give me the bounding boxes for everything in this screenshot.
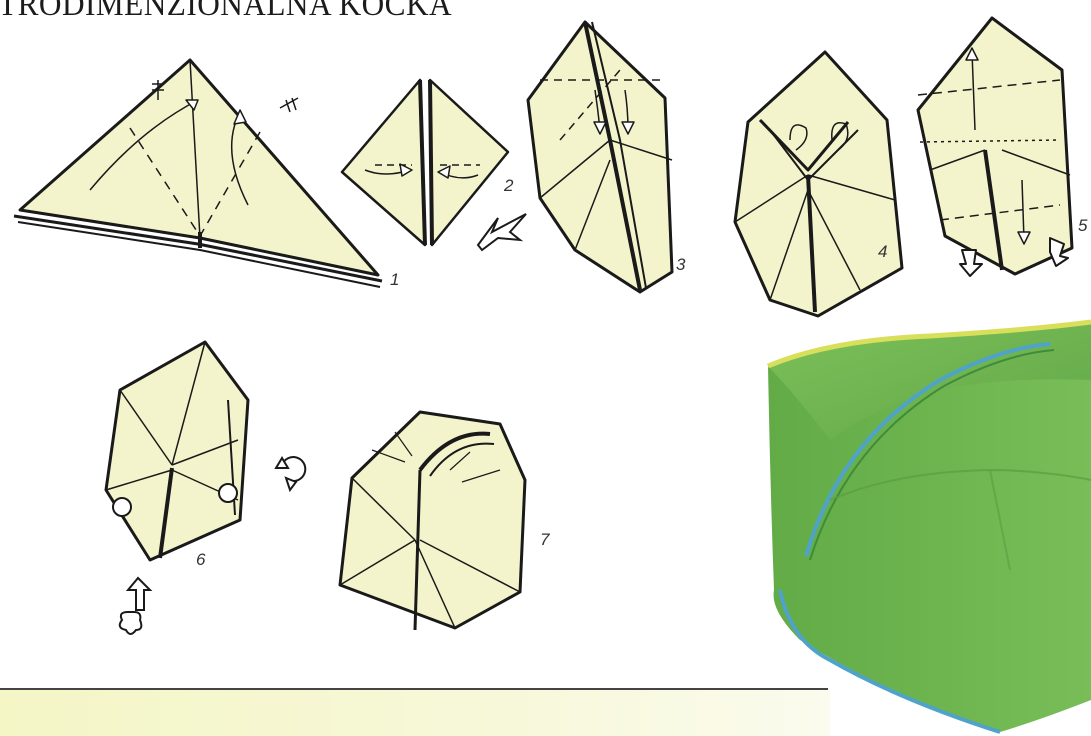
step-2-diagram [342, 80, 508, 245]
step-4-diagram [735, 52, 902, 316]
step-label-2: 2 [504, 176, 513, 196]
step-label-1: 1 [390, 270, 399, 290]
inflate-icon [120, 578, 150, 634]
step-label-6: 6 [196, 550, 205, 570]
step-5-diagram [918, 18, 1072, 276]
step-label-5: 5 [1078, 216, 1087, 236]
step-1-diagram [14, 60, 382, 287]
finished-cube-photo [768, 322, 1091, 732]
step-label-4: 4 [878, 242, 887, 262]
step-label-7: 7 [540, 530, 549, 550]
step-3-diagram [528, 22, 672, 292]
step-6-diagram [106, 342, 248, 560]
rotate-icon [276, 457, 305, 490]
step-7-diagram [340, 412, 525, 630]
turn-over-icon [478, 214, 526, 250]
step-label-3: 3 [676, 255, 685, 275]
